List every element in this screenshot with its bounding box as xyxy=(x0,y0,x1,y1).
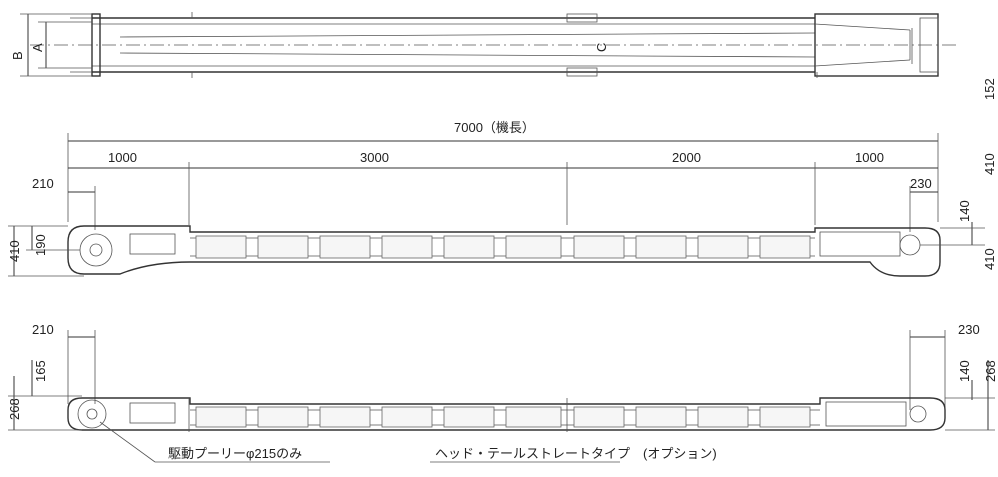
dim-a-label: A xyxy=(30,43,45,52)
side-view-2-panels xyxy=(195,406,811,428)
right-dim-152: 152 xyxy=(982,78,997,100)
right-410-a: 410 xyxy=(982,153,997,175)
left-height-label: 190 xyxy=(33,234,48,256)
side-view-2: 210 230 165 2 xyxy=(7,322,998,463)
segment-1-label: 1000 xyxy=(108,150,137,165)
dim-c-label: C xyxy=(594,43,609,52)
left-offset-label: 210 xyxy=(32,176,54,191)
left-total-label: 410 xyxy=(7,240,22,262)
left-total-label-2: 268 xyxy=(7,398,22,420)
right-offset-label: 230 xyxy=(910,176,932,191)
segment-2-label: 3000 xyxy=(360,150,389,165)
right-height-label: 140 xyxy=(957,200,972,222)
plan-view: B A C 152 xyxy=(10,12,997,100)
drive-pulley-note: 駆動プーリーφ215のみ xyxy=(168,446,302,461)
right-height-label-2: 140 xyxy=(957,360,972,382)
segment-4-label: 1000 xyxy=(855,150,884,165)
side-view-1-panels xyxy=(195,235,811,259)
right-offset-label-2: 230 xyxy=(958,322,980,337)
left-offset-label-2: 210 xyxy=(32,322,54,337)
dim-b-label: B xyxy=(10,51,25,60)
left-height-label-2: 165 xyxy=(33,360,48,382)
right-total-label-2: 268 xyxy=(983,360,998,382)
segment-3-label: 2000 xyxy=(672,150,701,165)
option-note: ヘッド・テールストレートタイプ (オプション) xyxy=(435,446,717,461)
side-view-1: 7000（機長） 1000 3000 2000 1000 210 230 xyxy=(7,120,997,277)
right-410-b: 410 xyxy=(982,248,997,270)
overall-length-label: 7000（機長） xyxy=(454,120,535,135)
